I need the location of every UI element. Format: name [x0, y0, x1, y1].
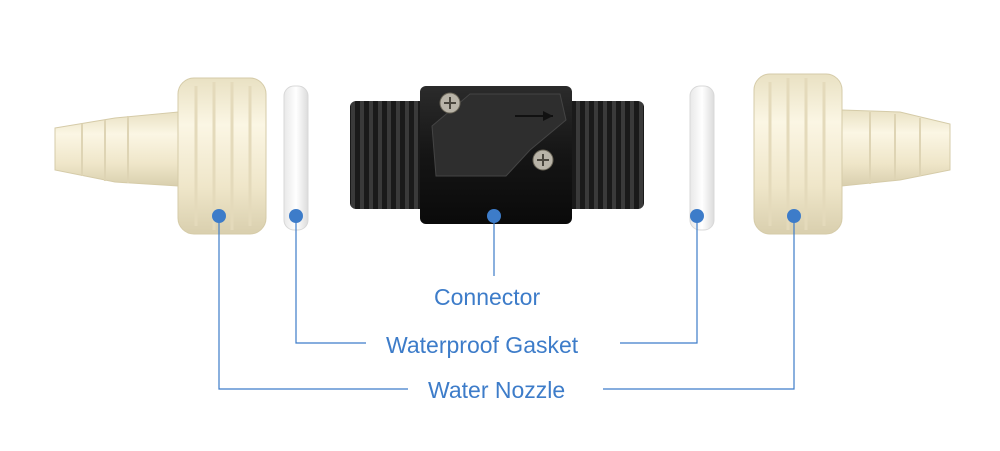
gasket-right — [689, 85, 715, 231]
connector — [350, 86, 644, 224]
callout-lines — [218, 216, 795, 390]
gasket-left — [283, 85, 309, 231]
water-nozzle-right — [753, 73, 951, 235]
nozzle-left-callout-line — [218, 216, 408, 390]
waterproof-gasket-label: Waterproof Gasket — [386, 332, 579, 358]
water-nozzle-label: Water Nozzle — [428, 377, 566, 403]
gasket-right-dot — [690, 209, 704, 223]
nozzle-left-dot — [212, 209, 226, 223]
connector-dot — [487, 209, 501, 223]
screw-bottom — [532, 149, 554, 171]
screw-top — [439, 92, 461, 114]
gasket-left-dot — [289, 209, 303, 223]
nozzle-right-dot — [787, 209, 801, 223]
gasket-left-callout-line — [295, 216, 366, 344]
connector-label: Connector — [434, 284, 541, 310]
water-nozzle-left — [54, 77, 267, 235]
nozzle-right-callout-line — [603, 216, 795, 390]
gasket-right-callout-line — [620, 216, 698, 344]
callout-dots — [212, 209, 801, 223]
